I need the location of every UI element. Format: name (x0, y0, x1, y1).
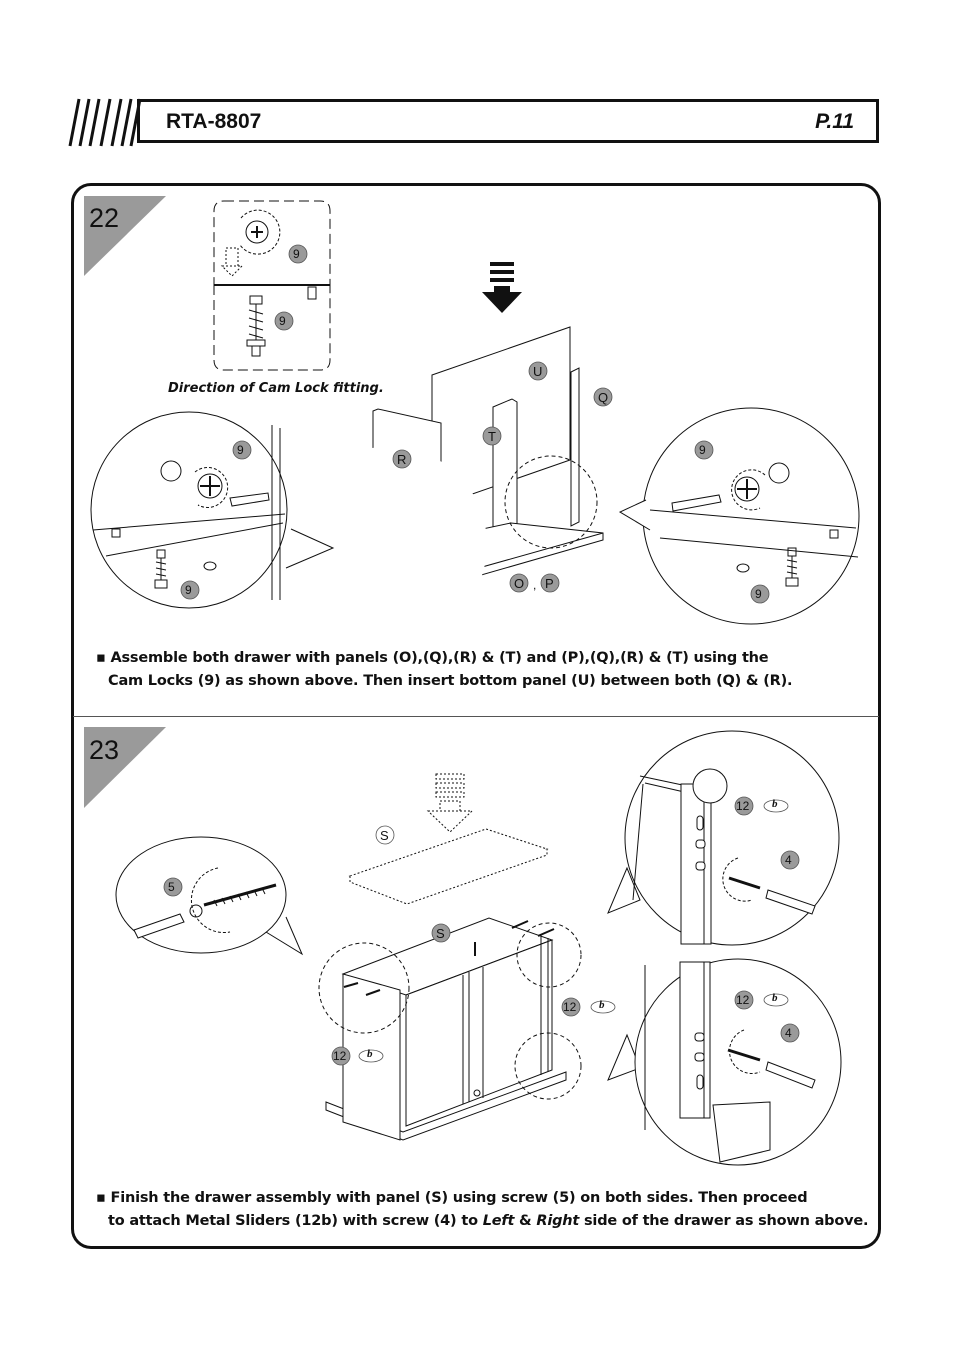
left-cam-detail (90, 411, 487, 643)
part-label-12: 12 (736, 799, 750, 813)
header-bar: RTA-8807 P.11 (137, 99, 879, 143)
down-arrow-icon (482, 262, 522, 313)
model-number: RTA-8807 (166, 110, 262, 133)
step-23-number: 23 (89, 735, 120, 765)
panel-label-S: S (380, 828, 389, 843)
part-label-9: 9 (279, 314, 286, 328)
ampersand: & (514, 1213, 537, 1229)
screw-5-detail (115, 836, 304, 956)
part-label-9: 9 (185, 583, 192, 597)
bullet: ▪ (96, 650, 111, 666)
part-label-9: 9 (755, 587, 762, 601)
right-cam-detail (618, 407, 860, 625)
cam-lock-caption: Direction of Cam Lock fitting. (168, 381, 384, 396)
step-23-line-2a: to attach Metal Sliders (12b) with screw… (108, 1213, 483, 1229)
right-emphasis: Right (536, 1213, 580, 1229)
panel-label-Q: Q (598, 390, 609, 405)
panel-label-T: T (488, 429, 496, 444)
part-label-9: 9 (237, 443, 244, 457)
part-label-b: b (772, 992, 778, 1004)
part-label-9: 9 (293, 247, 300, 261)
down-arrow-outline-icon (426, 773, 474, 833)
left-emphasis: Left (482, 1213, 515, 1229)
slider-detail-upper (607, 730, 840, 946)
part-label-5: 5 (168, 880, 175, 894)
part-label-b: b (367, 1048, 373, 1060)
step-divider (73, 716, 879, 717)
step-23-instructions: ▪ Finish the drawer assembly with panel … (96, 1187, 869, 1233)
panel-label-O: O (514, 576, 525, 591)
panel-label-P: P (545, 576, 554, 591)
part-label-4: 4 (785, 853, 792, 867)
page-number: P.11 (815, 110, 854, 133)
bullet: ▪ (96, 1190, 111, 1206)
step-22-instructions: ▪ Assemble both drawer with panels (O),(… (96, 647, 793, 693)
step-23-line-2b: side of the drawer as shown above. (579, 1213, 869, 1229)
part-label-4: 4 (785, 1026, 792, 1040)
step-23-line-1: Finish the drawer assembly with panel (S… (110, 1190, 808, 1206)
step-23-badge (84, 727, 166, 808)
cam-lock-inset (213, 200, 331, 371)
part-label-12: 12 (563, 1000, 577, 1014)
part-label-12: 12 (333, 1049, 347, 1063)
part-label-b: b (599, 999, 605, 1011)
panel-label-U: U (533, 364, 543, 379)
step-22-line-1: Assemble both drawer with panels (O),(Q)… (110, 650, 769, 666)
panel-label-S: S (436, 926, 445, 941)
slider-detail-lower (607, 958, 842, 1166)
step-22-number: 22 (89, 203, 120, 233)
panel-label-separator: , (533, 578, 537, 592)
part-label-9: 9 (699, 443, 706, 457)
step-22-line-2: Cam Locks (9) as shown above. Then inser… (108, 673, 793, 689)
step-22-badge (84, 196, 166, 276)
part-label-12: 12 (736, 993, 750, 1007)
panel-label-R: R (397, 452, 407, 467)
part-label-b: b (772, 798, 778, 810)
instructions-frame (71, 183, 881, 1249)
